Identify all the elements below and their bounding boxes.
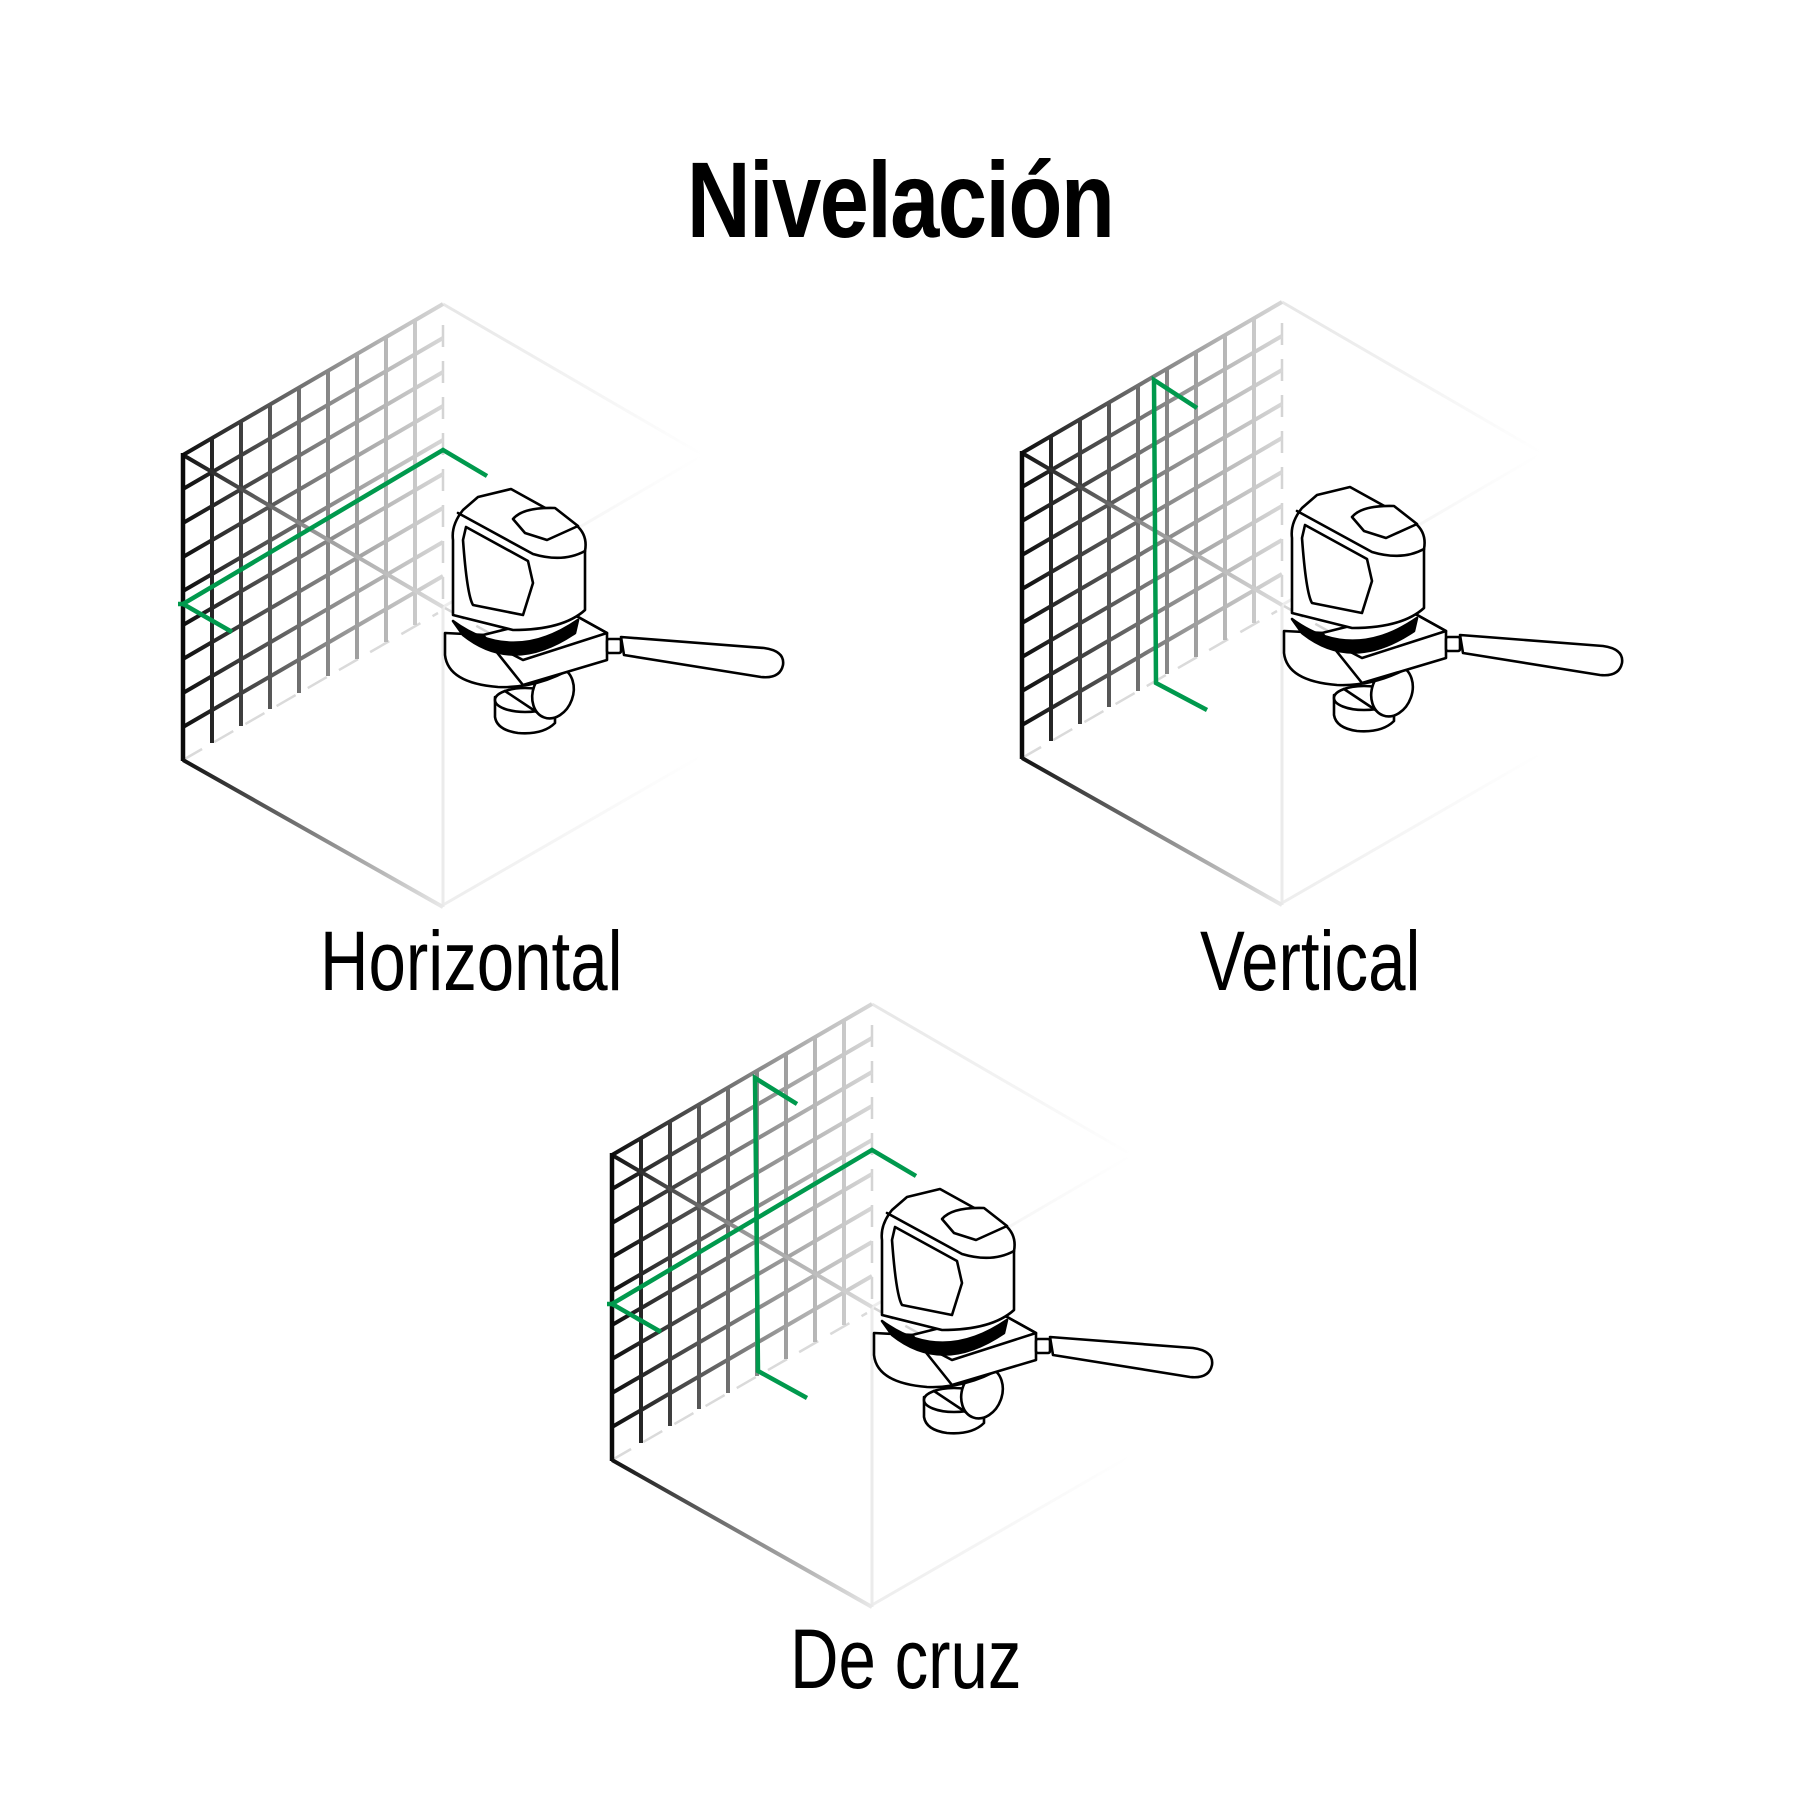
scene-vertical bbox=[1022, 302, 1624, 905]
room-corner-grid-icon bbox=[183, 304, 703, 907]
room-corner-grid-icon bbox=[612, 1004, 1132, 1607]
scene-cross bbox=[607, 1004, 1214, 1607]
laser-level-device-icon bbox=[443, 487, 785, 735]
room-corner-grid-icon bbox=[1022, 302, 1542, 905]
label-cross: De cruz bbox=[790, 1612, 1022, 1706]
page-title: Nivelación bbox=[686, 139, 1115, 260]
label-vertical: Vertical bbox=[1200, 914, 1421, 1008]
scene-horizontal bbox=[178, 304, 785, 907]
green-laser-line-icon bbox=[1151, 375, 1209, 712]
green-laser-line-vertical-icon bbox=[752, 1073, 809, 1400]
laser-level-device-icon bbox=[1282, 485, 1624, 733]
label-horizontal: Horizontal bbox=[320, 914, 623, 1008]
laser-level-device-icon bbox=[872, 1187, 1214, 1435]
